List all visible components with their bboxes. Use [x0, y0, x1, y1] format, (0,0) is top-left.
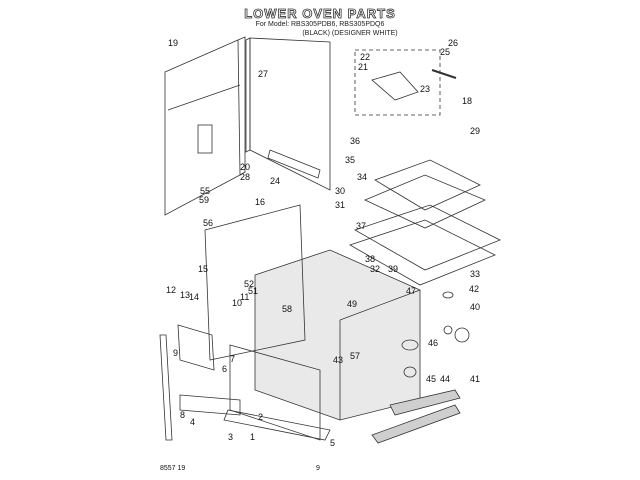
part-callout-57: 57	[350, 351, 360, 361]
page-number: 9	[316, 465, 320, 472]
part-callout-22: 22	[360, 52, 370, 62]
part-callout-49: 49	[347, 299, 357, 309]
trim-strip	[159, 334, 173, 441]
model-line: For Model: RBS305PDB6, RBS305PDQ6	[255, 21, 385, 28]
part-callout-55: 55	[200, 186, 210, 196]
part-callout-10: 10	[232, 298, 242, 308]
part-callout-41: 41	[470, 374, 480, 384]
part-callout-58: 58	[282, 304, 292, 314]
color-line: (BLACK) (DESIGNER WHITE)	[302, 30, 398, 37]
part-callout-15: 15	[198, 264, 208, 274]
part-callout-31: 31	[335, 200, 345, 210]
part-callout-52: 52	[244, 279, 254, 289]
part-callout-5: 5	[330, 438, 335, 448]
part-callout-43: 43	[333, 355, 343, 365]
part-callout-30: 30	[335, 186, 345, 196]
part-callout-11: 11	[240, 292, 249, 302]
rear-panel-cutout	[197, 124, 213, 154]
part-callout-47: 47	[406, 286, 416, 296]
broil-pan	[364, 174, 486, 229]
front-face-frame	[204, 204, 306, 361]
vent-grille	[389, 389, 461, 416]
part-callout-56: 56	[203, 218, 213, 228]
part-callout-39: 39	[388, 264, 398, 274]
kick-plate	[223, 409, 331, 441]
part-callout-40: 40	[470, 302, 480, 312]
part-callout-51: 51	[248, 286, 258, 296]
part-callout-27: 27	[258, 69, 268, 79]
part-callout-26: 26	[448, 38, 458, 48]
control-knob	[454, 327, 470, 343]
part-callout-24: 24	[270, 176, 280, 186]
part-callout-4: 4	[190, 417, 195, 427]
part-callout-7: 7	[230, 354, 235, 364]
part-callout-25: 25	[440, 47, 450, 57]
part-callout-16: 16	[255, 197, 265, 207]
part-callout-34: 34	[357, 172, 367, 182]
part-callout-38: 38	[365, 254, 375, 264]
diagram-title: LOWER OVEN PARTS	[244, 6, 396, 22]
part-callout-2: 2	[258, 412, 263, 422]
part-callout-13: 13	[180, 290, 190, 300]
oven-cavity	[254, 249, 421, 421]
part-callout-42: 42	[469, 284, 479, 294]
broil-pan-grid	[374, 159, 481, 211]
part-callout-21: 21	[358, 62, 368, 72]
part-callout-18: 18	[462, 96, 472, 106]
part-callout-14: 14	[189, 292, 199, 302]
part-callout-44: 44	[440, 374, 450, 384]
part-callout-33: 33	[470, 269, 480, 279]
part-callout-3: 3	[228, 432, 233, 442]
part-callout-8: 8	[180, 410, 185, 420]
part-callout-23: 23	[420, 84, 430, 94]
part-callout-32: 32	[370, 264, 380, 274]
part-callout-45: 45	[426, 374, 436, 384]
document-number: 8557 19	[160, 465, 186, 472]
front-frame	[229, 344, 321, 441]
part-callout-29: 29	[470, 126, 480, 136]
part-callout-1: 1	[250, 432, 255, 442]
part-callout-20: 20	[240, 162, 250, 172]
element-kit-box	[354, 49, 441, 116]
part-callout-9: 9	[173, 348, 178, 358]
part-callout-35: 35	[345, 155, 355, 165]
part-callout-37: 37	[356, 221, 366, 231]
part-callout-59: 59	[199, 195, 209, 205]
part-callout-36: 36	[350, 136, 360, 146]
part-callout-12: 12	[166, 285, 176, 295]
part-callout-19: 19	[168, 38, 178, 48]
oven-rack	[354, 204, 501, 271]
part-callout-28: 28	[240, 172, 250, 182]
part-callout-6: 6	[222, 364, 227, 374]
part-callout-46: 46	[428, 338, 438, 348]
